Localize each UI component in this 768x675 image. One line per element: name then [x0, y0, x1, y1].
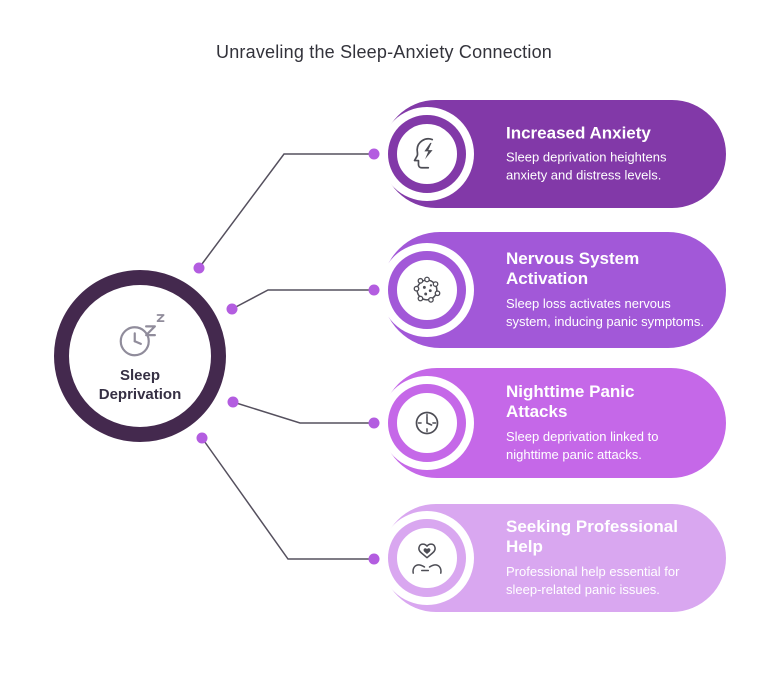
connector-3	[227, 396, 380, 429]
item-title: Seeking Professional Help	[506, 517, 678, 557]
connector-line	[231, 289, 374, 310]
connector-4	[196, 432, 380, 565]
item-title: Nighttime Panic Attacks	[506, 382, 635, 422]
connector-dot	[226, 303, 238, 315]
icon-circle	[388, 384, 466, 462]
page-title: Unraveling the Sleep-Anxiety Connection	[216, 42, 552, 62]
connector-line	[232, 401, 374, 424]
sleep-clock-icon	[119, 313, 165, 357]
sleep-deprivation-node: Sleep Deprivation	[54, 270, 226, 442]
item-increased-anxiety: Increased Anxiety Sleep deprivation heig…	[382, 100, 726, 208]
connector-line	[201, 437, 374, 560]
item-title: Increased Anxiety	[506, 123, 651, 143]
connector-1	[193, 148, 380, 274]
item-desc: Sleep deprivation heightens anxiety and …	[506, 149, 667, 183]
icon-circle	[388, 115, 466, 193]
nerve-cell-icon	[413, 276, 441, 303]
clock-icon	[415, 411, 439, 435]
connector-dot	[368, 417, 380, 429]
connector-dot	[227, 396, 239, 408]
icon-circle	[388, 251, 466, 329]
connector-dot	[368, 553, 380, 565]
hands-heart-icon	[412, 543, 442, 574]
connector-dot	[193, 262, 205, 274]
item-nervous-system-activation: Nervous System Activation Sleep loss act…	[382, 232, 726, 348]
item-content: Seeking Professional Help Professional h…	[506, 517, 706, 599]
connector-dot	[368, 148, 380, 160]
item-desc: Sleep deprivation linked to nighttime pa…	[506, 428, 659, 462]
item-content: Nighttime Panic Attacks Sleep deprivatio…	[506, 382, 706, 464]
item-content: Increased Anxiety Sleep deprivation heig…	[506, 123, 706, 184]
item-desc: Professional help essential for sleep-re…	[506, 563, 680, 597]
connector-dot	[196, 432, 208, 444]
anxiety-head-icon	[413, 138, 434, 169]
icon-circle	[388, 519, 466, 597]
item-title: Nervous System Activation	[506, 249, 640, 289]
item-desc: Sleep loss activates nervous system, ind…	[506, 295, 704, 329]
center-label: Sleep Deprivation	[98, 366, 182, 403]
connector-line	[198, 153, 374, 269]
item-content: Nervous System Activation Sleep loss act…	[506, 249, 706, 331]
item-nighttime-panic-attacks: Nighttime Panic Attacks Sleep deprivatio…	[382, 368, 726, 478]
connector-2	[226, 284, 380, 315]
item-seeking-professional-help: Seeking Professional Help Professional h…	[382, 504, 726, 612]
connector-dot	[368, 284, 380, 296]
